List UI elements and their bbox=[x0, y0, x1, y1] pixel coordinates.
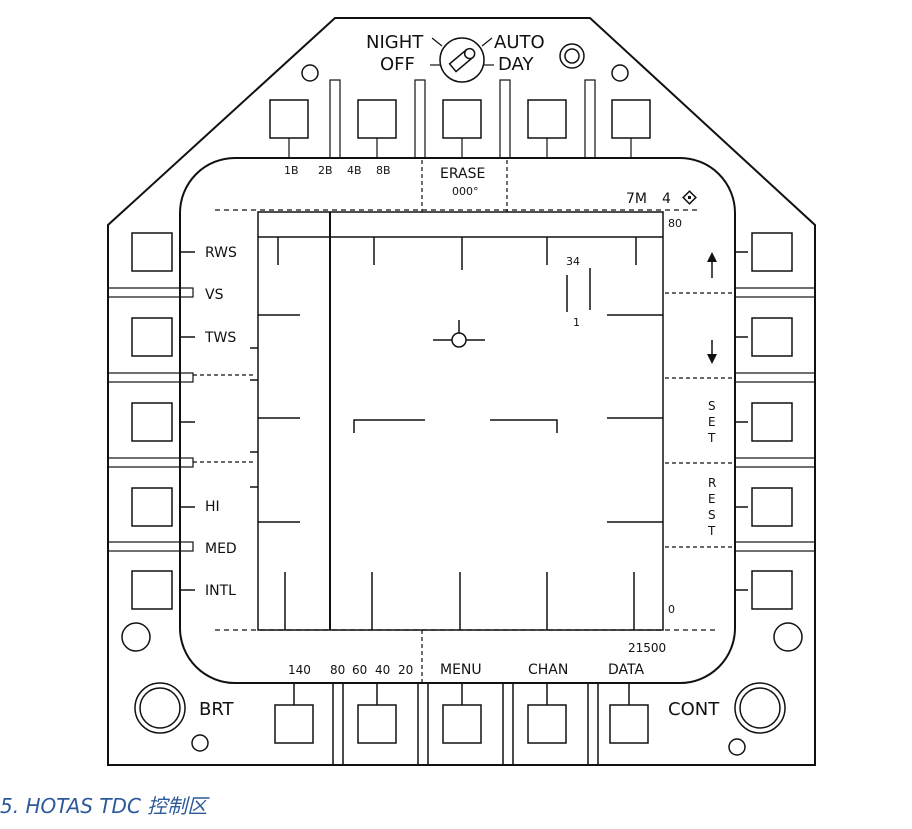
brt-knob[interactable] bbox=[134, 682, 186, 734]
altitude-readout: 21500 bbox=[628, 641, 666, 655]
osb-top-4[interactable] bbox=[527, 99, 567, 139]
range-ticks-right bbox=[607, 314, 663, 523]
knob-label-auto: AUTO bbox=[494, 32, 545, 53]
count-readout: 4 bbox=[662, 191, 671, 207]
label-rest-r: R bbox=[708, 476, 716, 490]
top-pushbuttons bbox=[269, 79, 651, 159]
label-1b: 1B bbox=[284, 164, 299, 177]
label-rest-e: E bbox=[708, 492, 716, 506]
label-rest-s: S bbox=[708, 508, 716, 522]
mode-knob[interactable] bbox=[430, 37, 494, 83]
display-screen bbox=[179, 157, 736, 684]
label-med: MED bbox=[205, 541, 237, 557]
scale-bottom: 0 bbox=[668, 603, 675, 616]
osb-left-5[interactable] bbox=[131, 570, 173, 610]
osb-bottom-3[interactable] bbox=[442, 704, 482, 744]
left-pushbuttons bbox=[131, 232, 195, 610]
osb-right-2[interactable] bbox=[751, 317, 793, 357]
brt-label: BRT bbox=[199, 699, 235, 720]
label-60: 60 bbox=[352, 663, 367, 677]
osb-bottom-2[interactable] bbox=[357, 704, 397, 744]
target-altitude: 34 bbox=[566, 255, 580, 268]
scale-top: 80 bbox=[668, 217, 682, 230]
osb-left-2[interactable] bbox=[131, 317, 173, 357]
label-set-s: S bbox=[708, 399, 716, 413]
range-readout: 7M bbox=[626, 191, 647, 207]
osb-left-3[interactable] bbox=[131, 402, 173, 442]
indicator-light bbox=[773, 622, 803, 652]
label-40: 40 bbox=[375, 663, 390, 677]
label-rest-t: T bbox=[707, 524, 716, 538]
label-intl: INTL bbox=[205, 583, 236, 599]
osb-top-3[interactable] bbox=[442, 99, 482, 139]
arrow-down-icon bbox=[707, 340, 717, 364]
label-20: 20 bbox=[398, 663, 413, 677]
label-menu: MENU bbox=[440, 662, 482, 678]
label-140: 140 bbox=[288, 663, 311, 677]
label-set-e: E bbox=[708, 415, 716, 429]
osb-bottom-4[interactable] bbox=[527, 704, 567, 744]
label-data: DATA bbox=[608, 662, 644, 678]
label-80: 80 bbox=[330, 663, 345, 677]
label-set-t: T bbox=[707, 431, 716, 445]
cont-label: CONT bbox=[668, 699, 720, 720]
bottom-pushbuttons bbox=[274, 682, 649, 766]
label-8b: 8B bbox=[376, 164, 391, 177]
knob-label-night: NIGHT bbox=[366, 32, 424, 53]
right-pushbuttons bbox=[735, 232, 793, 610]
indicator-light bbox=[121, 622, 151, 652]
knob-label-off: OFF bbox=[380, 54, 415, 75]
label-4b: 4B bbox=[347, 164, 362, 177]
label-tws: TWS bbox=[204, 330, 236, 346]
osb-bottom-5[interactable] bbox=[609, 704, 649, 744]
arrow-up-icon bbox=[707, 252, 717, 278]
label-rws: RWS bbox=[205, 245, 237, 261]
range-ticks-left bbox=[250, 314, 300, 523]
osb-left-4[interactable] bbox=[131, 487, 173, 527]
azimuth-ticks-top bbox=[277, 237, 637, 270]
indicator-light bbox=[728, 738, 746, 756]
osb-top-2[interactable] bbox=[357, 99, 397, 139]
label-hi: HI bbox=[205, 499, 220, 515]
azimuth-ticks-bottom bbox=[284, 572, 635, 630]
indicator-light bbox=[301, 64, 319, 82]
label-chan: CHAN bbox=[528, 662, 568, 678]
osb-right-1[interactable] bbox=[751, 232, 793, 272]
osb-right-5[interactable] bbox=[751, 570, 793, 610]
osb-top-1[interactable] bbox=[269, 99, 309, 139]
osb-top-5[interactable] bbox=[611, 99, 651, 139]
osb-bottom-1[interactable] bbox=[274, 704, 314, 744]
target-number: 1 bbox=[573, 316, 580, 329]
light-sensor bbox=[559, 43, 585, 69]
tdc-cursor-icon bbox=[433, 320, 485, 348]
indicator-light bbox=[191, 734, 209, 752]
figure-caption: 5. HOTAS TDC 控制区 bbox=[0, 794, 208, 818]
osb-right-4[interactable] bbox=[751, 487, 793, 527]
label-erase: ERASE bbox=[440, 166, 485, 182]
panel-outline bbox=[107, 17, 816, 766]
label-2b: 2B bbox=[318, 164, 333, 177]
osb-left-1[interactable] bbox=[131, 232, 173, 272]
heading-readout: 000° bbox=[452, 185, 479, 198]
knob-label-day: DAY bbox=[498, 54, 534, 75]
cont-knob[interactable] bbox=[734, 682, 786, 734]
osb-right-3[interactable] bbox=[751, 402, 793, 442]
acquisition-brackets bbox=[353, 419, 558, 433]
radar-display bbox=[257, 211, 664, 631]
label-vs: VS bbox=[205, 287, 224, 303]
target-symbol bbox=[566, 268, 591, 312]
diamond-icon bbox=[682, 190, 697, 205]
indicator-light bbox=[611, 64, 629, 82]
